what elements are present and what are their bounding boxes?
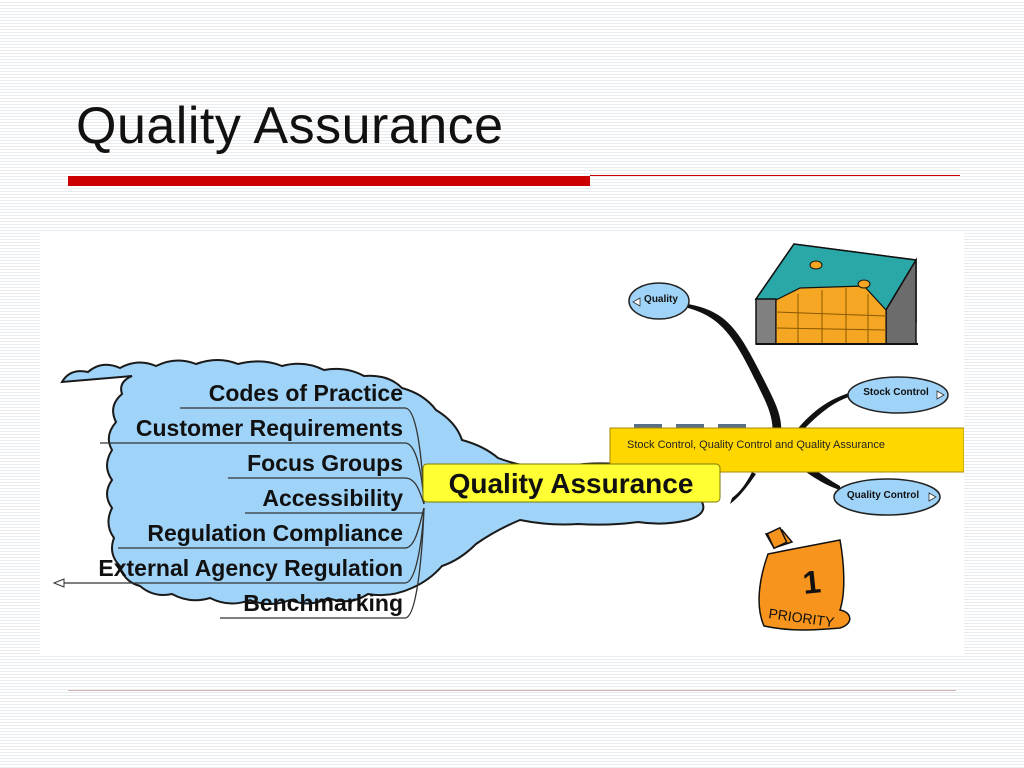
node-quality-control-bubble — [833, 478, 941, 516]
central-node-label: Quality Assurance — [449, 468, 694, 499]
node-quality-bubble — [628, 282, 690, 320]
quality-arrowhead — [632, 297, 641, 307]
node-stock-control-label: Stock Control — [863, 387, 929, 398]
footer-divider — [68, 690, 956, 691]
callout-marker — [634, 424, 662, 430]
node-stock-control-bubble — [847, 376, 949, 414]
callout-marker — [718, 424, 746, 430]
callout-text: Stock Control, Quality Control and Quali… — [627, 439, 885, 451]
priority-number: 1 — [801, 563, 822, 601]
stock-control-arrowhead — [936, 390, 945, 400]
title-underline-thick — [68, 176, 590, 186]
external-arrowhead — [52, 578, 65, 588]
slide-title: Quality Assurance — [76, 97, 504, 155]
title-underline-thin — [590, 175, 960, 176]
warehouse-illustration — [754, 243, 918, 345]
branch-accessibility: Accessibility — [262, 485, 403, 511]
cloud-shape — [60, 359, 706, 605]
node-quality-label: Quality — [644, 294, 678, 305]
branch-connectors — [62, 407, 425, 619]
node-quality-control-label: Quality Control — [847, 490, 919, 501]
branch-external-agency-regulation: External Agency Regulation — [98, 555, 403, 581]
mind-map-diagram: Codes of Practice Customer Requirements … — [40, 232, 964, 654]
branch-focus-groups: Focus Groups — [247, 450, 403, 476]
mind-map-canvas: Codes of Practice Customer Requirements … — [52, 243, 964, 631]
quality-control-arrowhead — [928, 492, 937, 502]
central-node-highlight — [422, 463, 721, 503]
branch-benchmarking: Benchmarking — [243, 590, 403, 616]
branch-customer-requirements: Customer Requirements — [136, 415, 403, 441]
branch-regulation-compliance: Regulation Compliance — [147, 520, 403, 546]
priority-sign-illustration: 1 PRIORITY — [758, 526, 851, 631]
branch-codes-of-practice: Codes of Practice — [209, 380, 403, 406]
callout-marker — [676, 424, 704, 430]
